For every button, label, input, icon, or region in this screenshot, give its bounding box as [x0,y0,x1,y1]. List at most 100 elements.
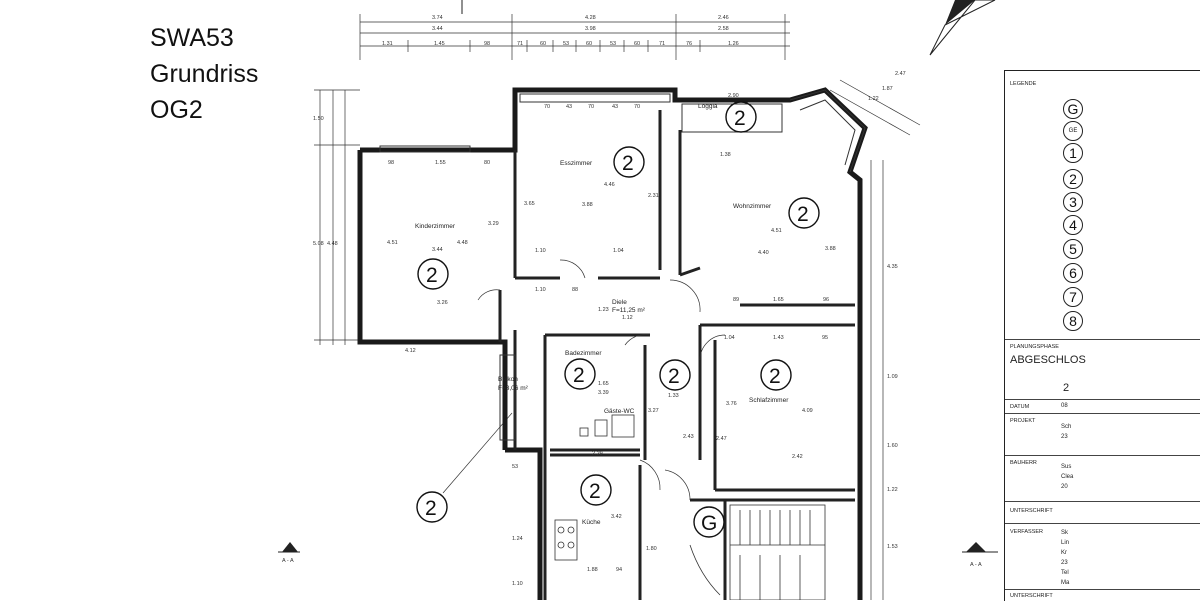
dim-label: 1.65 [598,381,609,387]
dim-label: 5.08 [313,241,324,247]
legend-panel: LEGENDE G GE 1 2 3 4 5 6 7 8 PLANUNGSPHA… [1004,70,1200,601]
dim-label: 1.53 [887,544,898,550]
room-label-kinderzimmer: Kinderzimmer [415,223,456,230]
marker-balkon: 2 [416,491,448,523]
legend-symbol-4: 4 [1063,215,1083,235]
dim-label: 3.39 [598,390,609,396]
dim-label: 2.31 [648,193,659,199]
marker-kueche: 2 [580,474,612,506]
marker-badezimmer-text: 2 [573,364,585,387]
dim-label: 1.55 [435,160,446,166]
room-label-wohnzimmer: Wohnzimmer [733,203,772,210]
dim-label: 1.50 [313,116,324,122]
dim-label: 1.38 [720,152,731,158]
planungsphase-value: ABGESCHLOS [1010,354,1086,366]
dim-label: 2.58 [718,26,729,32]
room-label-badezimmer: Badezimmer [565,350,602,357]
dim-label: 3.65 [524,201,535,207]
room-label-diele: Diele [612,299,627,306]
dim-label: 76 [686,41,692,47]
dim-label: 95 [822,335,828,341]
projekt-value-1: Sch [1061,424,1072,430]
dim-label: 1.12 [622,315,633,321]
dim-label: 1.65 [773,297,784,303]
dim-label: 1.26 [728,41,739,47]
room-markers: 2 2 2 2 2 2 2 2 2 G [416,101,820,538]
dim-label: 1.10 [535,287,546,293]
dim-label: 2.46 [718,15,729,21]
dim-label: 70 [588,104,594,110]
dim-label: 88 [572,287,578,293]
north-arrow-icon [929,0,996,56]
dim-label: 3.88 [582,202,593,208]
marker-flur-text: 2 [668,365,680,388]
dim-label: 1.45 [434,41,445,47]
interior-walls [498,110,855,600]
dim-label: 98 [388,160,394,166]
verfasser-value-5: Tel [1061,570,1069,576]
dim-label: 3.26 [437,300,448,306]
dim-label: 1.43 [773,335,784,341]
dim-label: 71 [517,41,523,47]
legend-verfasser-row: VERFASSER Sk Lin Kr 23 Tel Ma [1005,523,1200,590]
dim-label: 2.42 [792,454,803,460]
dim-label: 4.48 [457,240,468,246]
bauherr-value-2: Clea [1061,474,1074,480]
dim-label: 2.43 [683,434,694,440]
planungsphase-label: PLANUNGSPHASE [1010,344,1059,350]
legend-unterschrift2-row: UNTERSCHRIFT [1005,589,1200,602]
legend-heading: LEGENDE [1010,81,1037,87]
dim-label: 71 [659,41,665,47]
dim-label: 60 [540,41,546,47]
dim-label: 1.24 [512,536,523,542]
marker-schlafzimmer-text: 2 [769,365,781,388]
dimension-lines [314,14,921,600]
section-marker-right: A - A [962,542,998,568]
bauherr-label: BAUHERR [1010,460,1037,466]
dim-label: 80 [484,160,490,166]
dim-label: 3.74 [432,15,443,21]
dim-label: 43 [566,104,572,110]
legend-symbol-8: 8 [1063,311,1083,331]
dim-label: 53 [512,464,518,470]
dim-label: 1.04 [613,248,624,254]
room-label-esszimmer: Esszimmer [560,160,593,167]
dim-label: 96 [823,297,829,303]
datum-label: DATUM [1010,404,1030,410]
dim-label: 70 [634,104,640,110]
dim-label: 4.51 [771,228,782,234]
page-fragment: 2 [1063,382,1070,394]
dim-label: 3.76 [726,401,737,407]
dim-label: 1.60 [887,443,898,449]
dim-label: 4.28 [585,15,596,21]
marker-loggia-text: 2 [734,107,746,130]
dim-label: 98 [484,41,490,47]
dim-label: 1.88 [587,567,598,573]
staircase [689,504,826,600]
dim-label: 3.88 [825,246,836,252]
exterior-walls [357,87,868,600]
verfasser-label: VERFASSER [1010,529,1044,535]
marker-flur: 2 [659,359,691,391]
verfasser-value-2: Lin [1061,540,1070,546]
dim-label: 4.12 [405,348,416,354]
dim-label: 53 [563,41,569,47]
dim-label: 1.33 [668,393,679,399]
unterschrift-label: UNTERSCHRIFT [1010,508,1053,514]
legend-planungsphase-row: PLANUNGSPHASE ABGESCHLOS 2 [1005,339,1200,400]
dim-label: 1.10 [512,581,523,587]
dim-label: 1.23 [598,307,609,313]
dim-label: 3.29 [488,221,499,227]
room-label-gaeste-wc: Gäste-WC [604,408,635,415]
legend-projekt-row: PROJEKT Sch 23 [1005,413,1200,456]
dim-label: 2.90 [728,93,739,99]
room-area-balkon: F=3,06 m² [498,385,529,392]
dim-label: 1.09 [887,374,898,380]
unterschrift2-label: UNTERSCHRIFT [1010,593,1053,599]
marker-wohnzimmer-text: 2 [797,203,809,226]
dim-label: 4.51 [387,240,398,246]
dim-label: 1.80 [646,546,657,552]
section-label-left: A - A [282,558,294,564]
verfasser-value-6: Ma [1061,580,1070,586]
